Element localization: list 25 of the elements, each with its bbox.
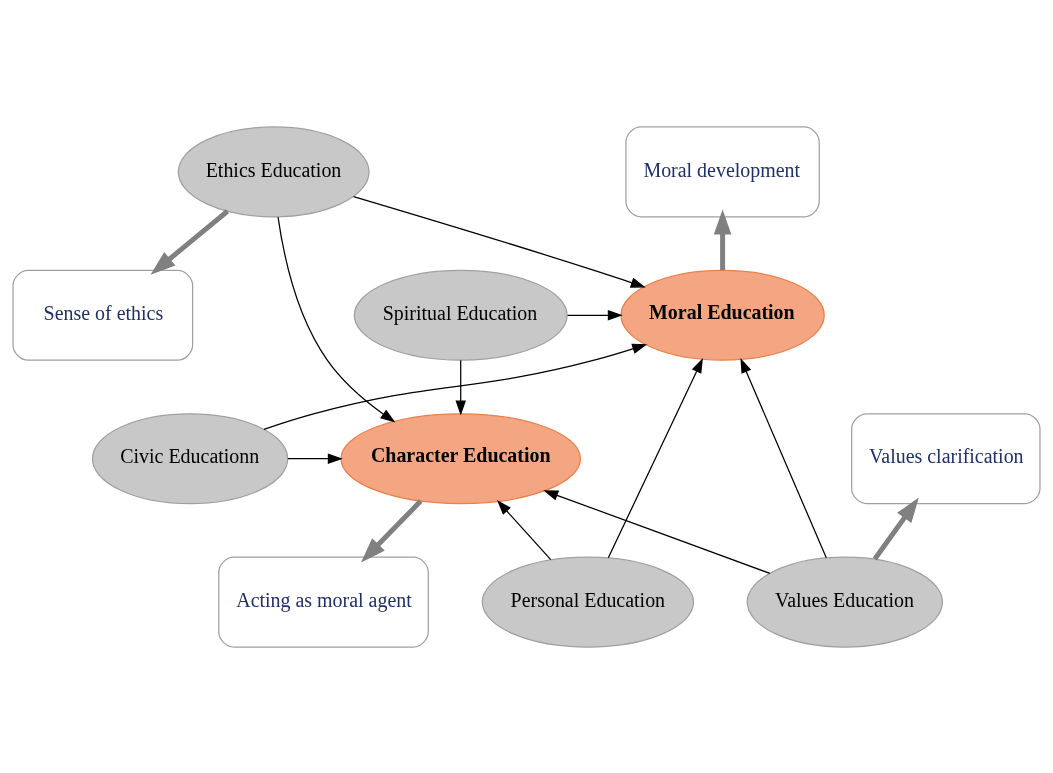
arrow xyxy=(872,497,919,560)
arrow xyxy=(277,215,396,422)
node-ellipse: Moral Education xyxy=(620,269,825,361)
arrow xyxy=(713,208,732,270)
arrow xyxy=(361,498,423,562)
node-ellipse: Spiritual Education xyxy=(353,269,568,361)
node-ellipse: Personal Education xyxy=(481,556,695,648)
node-ellipse: Character Education xyxy=(340,412,582,504)
arrow xyxy=(567,309,623,321)
arrow xyxy=(263,343,648,430)
node-ellipse: Values Education xyxy=(746,556,944,648)
node-ellipse: Ethics Education xyxy=(177,125,370,217)
arrow xyxy=(607,357,703,558)
arrow xyxy=(740,357,827,558)
arrow xyxy=(543,489,771,574)
node-box: Values clarification xyxy=(851,412,1041,504)
node-ellipse: Civic Educationn xyxy=(91,412,289,504)
arrow xyxy=(150,208,230,275)
arrow xyxy=(287,452,343,464)
arrow xyxy=(455,359,466,416)
arrow xyxy=(352,195,646,288)
node-box: Acting as moral agent xyxy=(218,556,429,648)
node-box: Moral development xyxy=(625,125,820,217)
arrow xyxy=(496,499,552,560)
node-box: Sense of ethics xyxy=(12,269,194,361)
